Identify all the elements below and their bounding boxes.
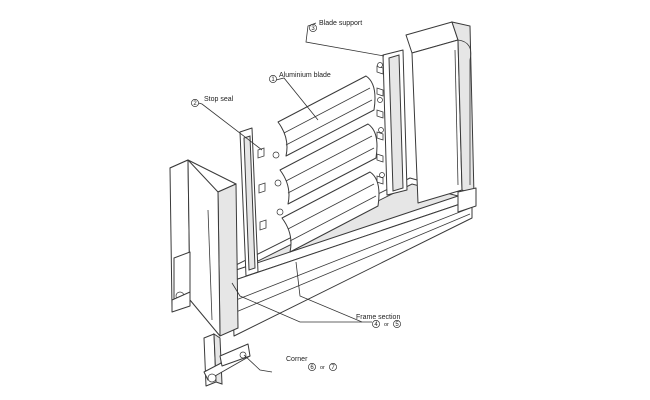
callout-1-circle xyxy=(269,75,277,83)
callout-7-circle xyxy=(329,363,337,371)
blade-1 xyxy=(272,75,376,159)
callout-7-number: 7 xyxy=(331,365,335,371)
frame-right-jamb xyxy=(405,21,477,213)
stop-seal xyxy=(239,127,267,277)
callout-3-circle xyxy=(309,24,317,32)
callout-2-circle xyxy=(191,99,199,107)
callout-5-circle xyxy=(393,320,401,328)
frame-section-label: Frame section xyxy=(356,314,400,321)
blade-support xyxy=(376,49,408,196)
callout-aluminium-blade: 1 Aluminium blade xyxy=(269,72,331,83)
aluminium-blades xyxy=(272,75,380,253)
blade-support-label: Blade support xyxy=(319,20,362,27)
frame-section-or: or xyxy=(384,322,389,328)
callout-3-number: 3 xyxy=(311,26,315,32)
callout-blade-support: 3 Blade support xyxy=(309,20,362,32)
callout-frame-section: Frame section 4 or 5 xyxy=(356,314,401,328)
frame-bottom-sill xyxy=(221,177,473,337)
blade-3 xyxy=(276,171,380,253)
corner-label: Corner xyxy=(286,356,308,363)
stop-seal-label: Stop seal xyxy=(204,96,234,103)
corner-piece xyxy=(203,333,251,387)
callout-corner: Corner 6 or 7 xyxy=(286,356,337,371)
callout-5-number: 5 xyxy=(395,322,399,328)
callout-4-number: 4 xyxy=(374,322,378,328)
aluminium-blade-label: Aluminium blade xyxy=(279,72,331,79)
callout-4-circle xyxy=(372,320,380,328)
callout-2-number: 2 xyxy=(193,101,197,107)
frame-left-jamb xyxy=(169,159,239,337)
corner-or: or xyxy=(320,365,325,371)
callout-6-number: 6 xyxy=(310,365,314,371)
blade-2 xyxy=(274,123,378,205)
callout-6-circle xyxy=(308,363,316,371)
callout-stop-seal: 2 Stop seal xyxy=(191,96,234,107)
callout-1-number: 1 xyxy=(271,77,275,83)
